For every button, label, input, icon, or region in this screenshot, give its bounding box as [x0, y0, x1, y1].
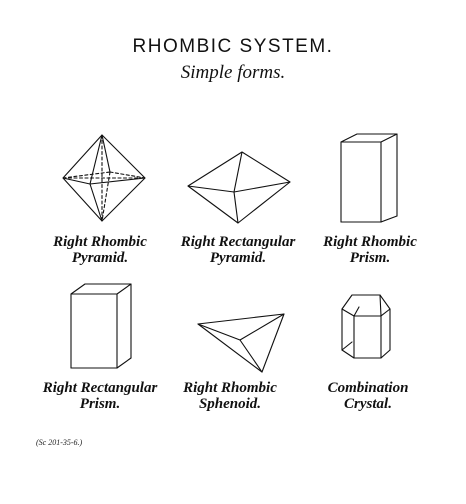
label-right-rhombic-prism: Right Rhombic Prism.	[300, 234, 440, 266]
label-line: Right Rectangular	[180, 234, 296, 250]
label-line: Right Rhombic	[53, 234, 147, 250]
label-line: Sphenoid.	[198, 396, 262, 412]
label-line: Right Rhombic	[183, 380, 277, 396]
figure-right-rectangular-prism	[65, 280, 145, 375]
label-right-rhombic-sphenoid: Right Rhombic Sphenoid.	[160, 380, 300, 412]
right-rectangular-prism-drawing	[70, 283, 132, 369]
figure-right-rhombic-pyramid	[55, 132, 155, 232]
right-rhombic-sphenoid-drawing	[197, 313, 285, 373]
right-rhombic-prism-drawing	[340, 133, 398, 223]
figure-right-rhombic-prism	[335, 130, 405, 230]
label-right-rhombic-pyramid: Right Rhombic Pyramid.	[30, 234, 170, 266]
right-rectangular-pyramid-drawing	[187, 151, 291, 224]
label-line: Pyramid.	[209, 250, 267, 266]
label-line: Right Rectangular	[42, 380, 158, 396]
page-title: RHOMBIC SYSTEM.	[132, 36, 334, 57]
figure-combination-crystal	[332, 292, 402, 372]
figure-right-rhombic-sphenoid	[192, 312, 292, 380]
page-subtitle: Simple forms.	[180, 62, 286, 83]
label-line: Pyramid.	[71, 250, 129, 266]
label-right-rectangular-pyramid: Right Rectangular Pyramid.	[168, 234, 308, 266]
right-rhombic-pyramid-drawing	[62, 134, 146, 222]
label-line: Combination	[327, 380, 409, 396]
label-combination-crystal: Combination Crystal.	[298, 380, 438, 412]
label-right-rectangular-prism: Right Rectangular Prism.	[30, 380, 170, 412]
figure-right-rectangular-pyramid	[182, 150, 292, 230]
label-line: Prism.	[349, 250, 391, 266]
label-line: Prism.	[79, 396, 121, 412]
catalog-note: (Sc 201-35-6.)	[36, 438, 83, 447]
combination-crystal-drawing	[341, 294, 391, 359]
label-line: Crystal.	[344, 396, 392, 412]
label-line: Right Rhombic	[323, 234, 417, 250]
